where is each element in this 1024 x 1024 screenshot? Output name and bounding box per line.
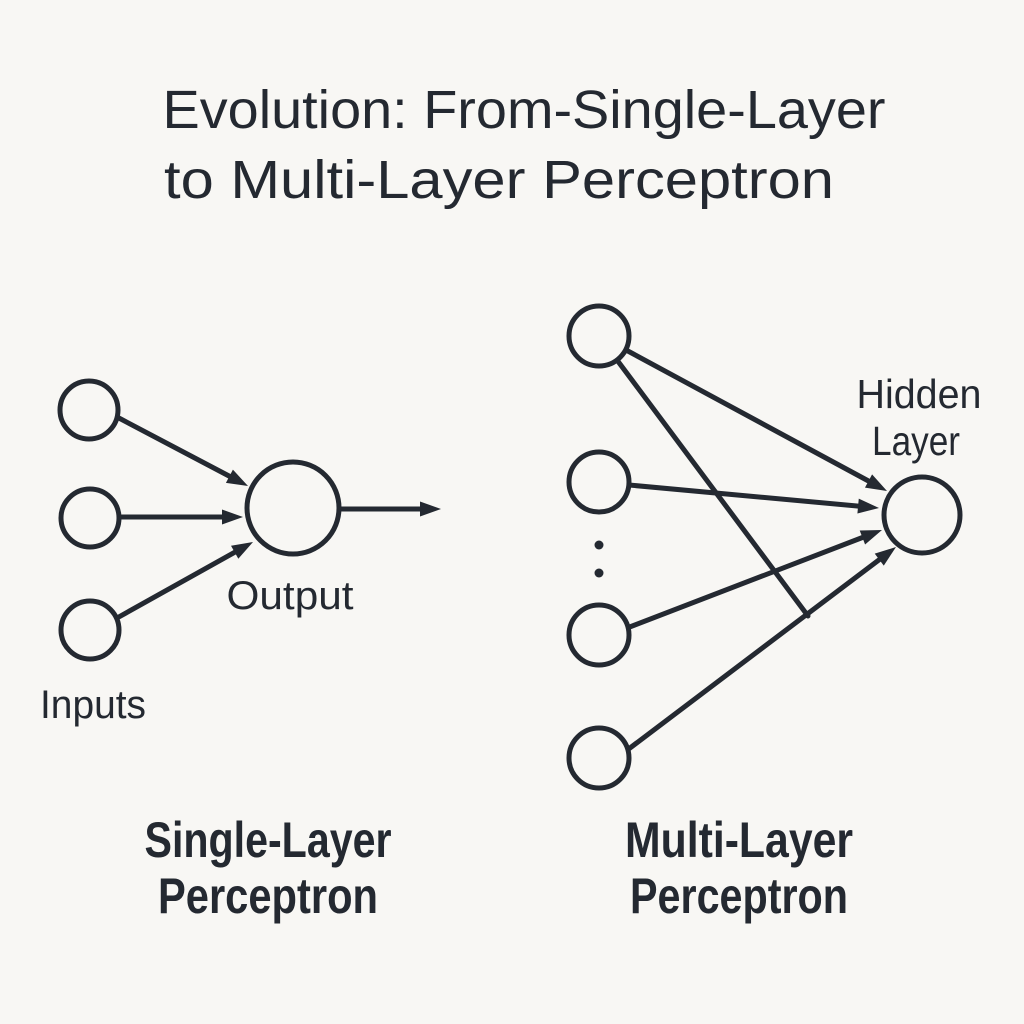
- input-node: [57, 378, 121, 442]
- title-line-2: to Multi-Layer Perceptron: [164, 150, 834, 210]
- connection-arrow: [624, 532, 873, 631]
- input-node: [58, 598, 122, 662]
- arrowhead: [225, 469, 248, 486]
- connection-arrow: [626, 482, 869, 510]
- hidden-node: [881, 474, 963, 556]
- arrowhead: [874, 547, 896, 566]
- input-node: [566, 303, 632, 369]
- ellipsis-dot: [594, 568, 604, 578]
- input-node: [58, 486, 122, 550]
- connection-arrow: [114, 545, 245, 621]
- arrowhead: [420, 501, 441, 517]
- caption-single-line-1: Single-Layer: [145, 812, 392, 868]
- caption-multi-line-2: Perceptron: [630, 868, 848, 924]
- input-node: [566, 449, 632, 515]
- output-node: [244, 459, 342, 557]
- multi-layer-perceptron: [566, 303, 963, 791]
- caption-single-line-2: Perceptron: [158, 868, 378, 924]
- arrowhead: [231, 542, 253, 559]
- ellipsis-dot: [594, 540, 604, 550]
- label-hidden-line-2: Layer: [872, 418, 960, 464]
- label-inputs: Inputs: [40, 683, 146, 727]
- label-output: Output: [227, 574, 354, 618]
- single-layer-perceptron: [57, 378, 441, 662]
- arrowhead: [864, 474, 887, 491]
- connection-arrow: [623, 552, 889, 754]
- caption-multi-line-1: Multi-Layer: [625, 812, 853, 868]
- arrowhead: [222, 509, 243, 525]
- label-hidden-line-1: Hidden: [857, 371, 982, 417]
- connection-arrow: [114, 414, 240, 483]
- arrowhead: [857, 498, 879, 514]
- input-node: [566, 725, 632, 791]
- connection-arrow: [623, 347, 879, 488]
- arrowhead: [859, 530, 882, 545]
- input-node: [566, 602, 632, 668]
- title-line-1: Evolution: From-Single-Layer: [163, 80, 886, 140]
